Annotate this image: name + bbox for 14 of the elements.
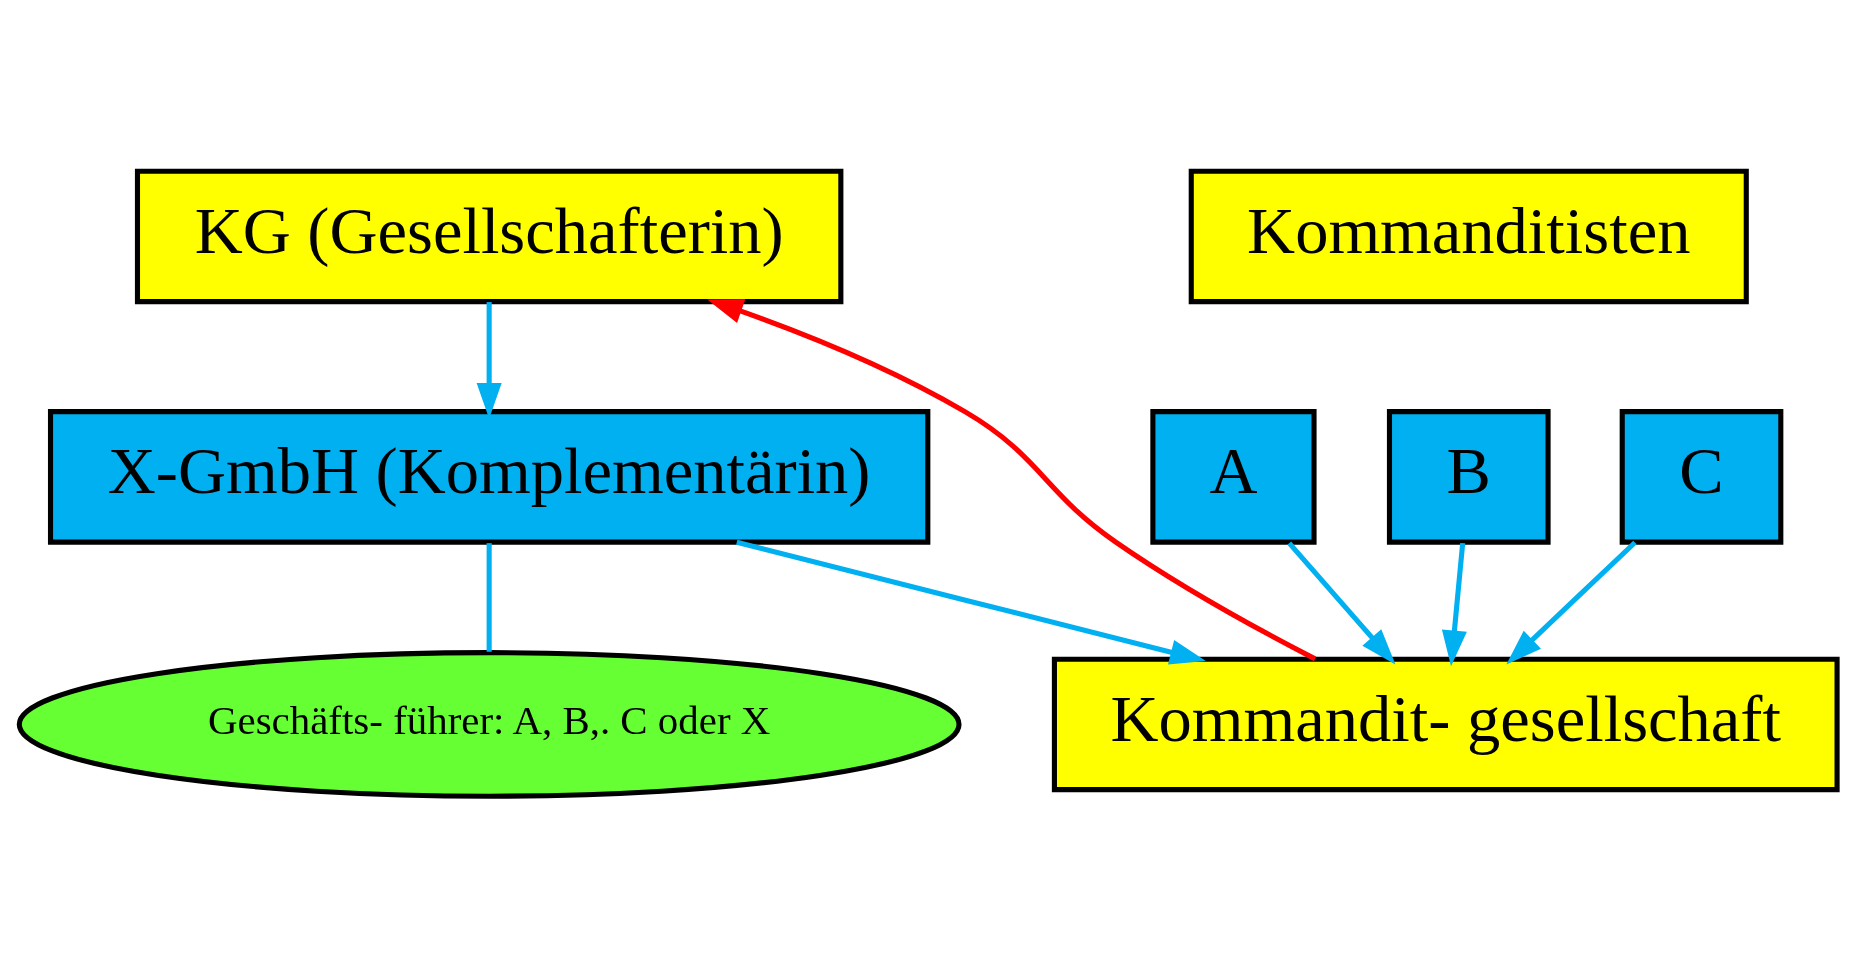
arrow — [1506, 540, 1637, 665]
node-box: X-GmbH (Komplementärin) — [47, 409, 931, 545]
node-ellipse: Geschäfts- führer: A, B,. C oder X — [16, 650, 962, 799]
arrow — [1287, 541, 1396, 665]
arrow — [707, 299, 1317, 662]
node-box: A — [1150, 409, 1317, 545]
connector — [486, 543, 492, 652]
node-box: Kommanditisten — [1188, 168, 1749, 305]
node-box: Kommandit- gesellschaft — [1051, 656, 1840, 793]
node-box: KG (Gesellschafterin) — [134, 168, 844, 305]
arrow — [1441, 542, 1467, 667]
arrow — [736, 539, 1206, 665]
node-box: C — [1619, 409, 1784, 545]
node-box: B — [1386, 409, 1551, 545]
